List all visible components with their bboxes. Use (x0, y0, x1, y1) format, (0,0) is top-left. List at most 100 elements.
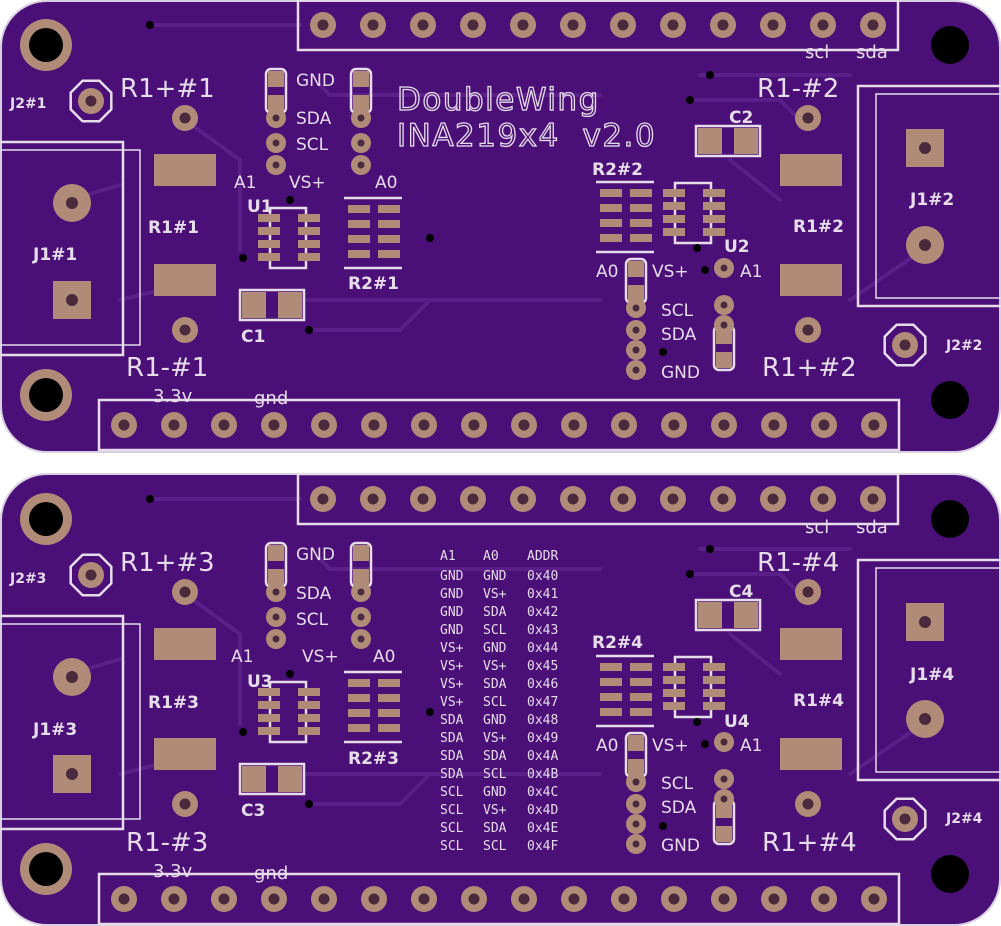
mounting-hole (931, 500, 969, 538)
addr-table-cell: SCL (440, 803, 464, 818)
j2-connector (883, 323, 927, 367)
pad-hole (179, 586, 191, 598)
pad-hole (317, 19, 329, 31)
ic-pin (703, 676, 725, 684)
u4-r-plus-label: R1+#4 (762, 828, 857, 858)
pad-hole (817, 19, 829, 31)
pad-hole (720, 775, 728, 783)
pad-hole (417, 493, 429, 505)
pad-hole (467, 19, 479, 31)
top-pin-header (296, 472, 900, 526)
ic-pin (703, 228, 725, 236)
pad-hole (767, 493, 779, 505)
u2-a0-label: A0 (596, 262, 618, 282)
u1-u-label: U1 (247, 197, 273, 217)
addr-table-cell: VS+ (440, 695, 464, 710)
pad-hole (317, 493, 329, 505)
pad-hole (668, 419, 680, 431)
ic-pin (663, 702, 685, 710)
mounting-hole-drill (29, 852, 63, 886)
pad-hole (817, 493, 829, 505)
board-subtitle: INA219x4 v2.0 (397, 118, 656, 154)
jumper-pad (628, 735, 644, 751)
res-pad (630, 204, 652, 212)
pad-hole (919, 713, 931, 725)
addr-table-cell: VS+ (483, 731, 507, 746)
pad-hole (517, 19, 529, 31)
res-pad (600, 678, 622, 686)
res-pad (378, 724, 400, 732)
pad-hole (667, 493, 679, 505)
addr-table-cell: GND (440, 623, 464, 638)
u3-r-plus-label: R1+#3 (120, 548, 215, 578)
pad-hole (367, 493, 379, 505)
jumper-pad (353, 71, 369, 87)
sda-label-top: sda (856, 42, 888, 63)
jumper-pad (353, 569, 369, 585)
res-pad (348, 220, 370, 228)
pad-hole (868, 893, 880, 905)
pad-hole (368, 893, 380, 905)
res-pad (600, 204, 622, 212)
u3-a0-label: A0 (373, 647, 395, 667)
res-pad (630, 189, 652, 197)
pad-hole (618, 419, 630, 431)
pad-hole (567, 19, 579, 31)
u2-j2-label: J2#2 (945, 338, 982, 354)
trace (688, 572, 802, 596)
scl-label-top: scl (805, 42, 829, 63)
ic-pin (703, 689, 725, 697)
terminal-block-inner (875, 93, 1001, 299)
bottom-pin-header (97, 398, 901, 452)
ic-pin (258, 688, 280, 696)
u3-sda-label: SDA (296, 584, 332, 604)
via (701, 740, 709, 748)
mounting-hole (931, 381, 969, 419)
res-pad (378, 235, 400, 243)
u4-sda-label: SDA (661, 798, 697, 818)
addr-table-cell: SCL (440, 839, 464, 854)
pad-hole (218, 893, 230, 905)
res-pad (378, 220, 400, 228)
ic-pin (298, 727, 320, 735)
addr-header-addr: ADDR (527, 549, 558, 564)
pad-hole (357, 114, 365, 122)
cap-pad (242, 766, 266, 792)
ic-u-right (673, 655, 713, 719)
pad-hole (66, 294, 78, 306)
via (305, 800, 313, 808)
addr-table-cell: 0x46 (527, 677, 558, 692)
trace (183, 592, 242, 726)
addr-table-cell: 0x4F (527, 839, 558, 854)
terminal-block-outline (856, 558, 1001, 782)
res-pad (630, 219, 652, 227)
pad-hole (618, 893, 630, 905)
ic-u-left (268, 680, 308, 744)
pad-hole (367, 19, 379, 31)
u3-r1-label: R1#3 (148, 693, 199, 713)
res-pad (630, 663, 652, 671)
ic-pin (258, 714, 280, 722)
pad-hole (468, 419, 480, 431)
addr-header-a0: A0 (483, 549, 499, 564)
capacitor-left (238, 288, 306, 322)
pad-hole (767, 19, 779, 31)
addr-table-cell: SDA (483, 821, 507, 836)
ic-pin (298, 253, 320, 261)
ic-pin (663, 689, 685, 697)
shunt-pad (154, 264, 216, 296)
ic-pin (298, 701, 320, 709)
res-pad (378, 694, 400, 702)
pad-hole (867, 19, 879, 31)
shunt-pad (780, 264, 842, 296)
trace (728, 632, 782, 676)
ic-pin (663, 202, 685, 210)
pad-hole (768, 419, 780, 431)
via (693, 718, 701, 726)
u2-sda-label: SDA (661, 325, 697, 345)
jumper-pad (628, 759, 644, 775)
u3-a1-label: A1 (231, 647, 253, 667)
jumper-pad (268, 95, 284, 111)
addr-table-cell: VS+ (483, 803, 507, 818)
addr-table-cell: GND (483, 785, 507, 800)
